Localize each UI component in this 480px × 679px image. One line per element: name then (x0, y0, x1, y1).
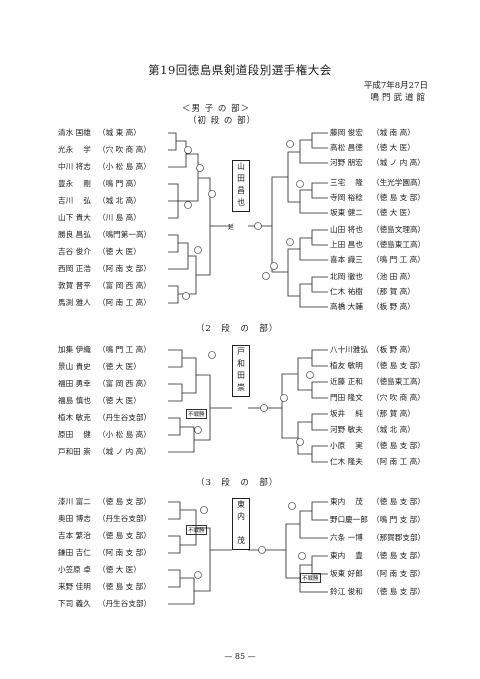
entrant-row: 吉谷 俊介（徳 大 医） (58, 247, 141, 256)
champion-char: 山 (237, 162, 245, 171)
division-heading: ＜男 子 の 部＞ (182, 104, 251, 114)
page-title: 第19回徳島県剣道段別選手権大会 (148, 63, 332, 77)
entrant-row: 近藤 正和（徳島東工高） (330, 377, 426, 386)
entrant-row: 門田 隆文（穴 吹 商 高） (330, 393, 425, 402)
entrant-row: 坂東 健二（徳 大 医） (330, 208, 415, 217)
entrant-row: 六条 一博（那賀郡支部） (330, 533, 426, 542)
fusen-label: 不戦勝 (300, 573, 321, 583)
champion-char: 内 (237, 512, 245, 521)
champion-char: 東 (237, 500, 245, 509)
entrant-row: 敦賀 晋平（富 岡 西 高） (58, 281, 151, 290)
entrant-row: 坂東 好郎（阿 南 支 部） (330, 569, 425, 578)
entrant-row: 原田 健（小 松 島 高） (58, 430, 151, 439)
champion-char: 也 (237, 198, 245, 207)
entrant-row: 馬渕 雅人（阿 南 工 高） (58, 298, 151, 307)
champion-char: 崇 (237, 383, 245, 392)
entrant-row: 西岡 正浩（阿 南 支 部） (58, 264, 151, 273)
champion-char: 昌 (237, 186, 245, 195)
entrant-row: 小原 実（徳 島 支 部） (330, 441, 425, 450)
entrant-row: 清水 国雄（城 東 高） (58, 128, 141, 137)
entrant-row: 豊永 剛（鳴 門 高） (58, 179, 141, 188)
section-label-shodan: （初 段 の 部） (188, 116, 257, 126)
extension-mark: 延 (228, 224, 235, 231)
entrant-row: 仁木 祐樹（那 賀 高） (330, 287, 415, 296)
entrant-row: 吉本 繁治（徳 島 支 部） (58, 531, 151, 540)
entrant-row: 福島 慎也（徳 大 医） (58, 396, 141, 405)
entrant-row: 吉川 弘（城 北 高） (58, 196, 141, 205)
entrant-row: 漆川 富二（徳 島 支 部） (58, 497, 151, 506)
entrant-row: 上田 昌也（徳島東工高） (330, 240, 426, 249)
champion-char: 田 (237, 174, 245, 183)
entrant-row: 山田 将也（徳島文理高） (330, 225, 426, 234)
section-label-nidan: （2 段 の 部） (196, 324, 279, 334)
entrant-row: 下司 義久（丹生谷支部） (58, 599, 152, 608)
event-venue: 鳴門武道館 (370, 93, 428, 103)
entrant-row: 山下 貴大（川 島 高） (58, 213, 141, 222)
entrant-row: 植友 敏明（徳 島 支 部） (330, 361, 425, 370)
entrant-row: 喜本 識三（鳴 門 工 高） (330, 255, 425, 264)
event-date: 平成7年8月27日 (363, 81, 428, 91)
entrant-row: 景山 貴史（徳 大 医） (58, 362, 141, 371)
entrant-row: 高橋 大輔（板 野 高） (330, 302, 415, 311)
entrant-row: 河野 敏夫（城 北 高） (330, 425, 415, 434)
entrant-row: 植木 敏克（丹生谷支部） (58, 413, 152, 422)
entrant-row: 寺岡 裕稔（徳 島 支 部） (330, 193, 425, 202)
entrant-row: 三宅 隆（生光学園高） (330, 178, 426, 187)
entrant-row: 奥田 博志（丹生谷支部） (58, 514, 152, 523)
entrant-row: 中川 将志（小 松 島 高） (58, 162, 151, 171)
entrant-row: 東内 茂（徳 島 支 部） (330, 497, 425, 506)
entrant-row: 鈴江 俊和（徳 島 支 部） (330, 587, 425, 596)
fusen-label: 不戦勝 (186, 409, 207, 419)
entrant-row: 東内 豊（徳 島 支 部） (330, 551, 425, 560)
champion-box-shodan: 山 田 昌 也 (232, 160, 250, 212)
champion-box-nidan: 戸 和 田 崇 (232, 345, 250, 397)
entrant-row: 小笠原 卓（徳 大 医） (58, 565, 141, 574)
entrant-row: 坂井 純（那 賀 高） (330, 409, 415, 418)
entrant-row: 八十川雅弘（板 野 高） (330, 345, 415, 354)
champion-char: 茂 (237, 536, 245, 545)
entrant-row: 仁木 隆夫（阿 南 工 高） (330, 457, 425, 466)
entrant-row: 高松 昌徳（徳 大 医） (330, 143, 415, 152)
champion-box-sandan: 東 内 茂 (232, 498, 250, 550)
entrant-row: 鎌田 吉仁（阿 南 支 部） (58, 548, 151, 557)
entrant-row: 勝良 昌弘（鳴門第一高） (58, 230, 152, 239)
section-label-sandan: （3 段 の 部） (196, 478, 279, 488)
entrant-row: 藤岡 俊宏（城 南 高） (330, 128, 415, 137)
entrant-row: 野口慶一郎（鳴 門 支 部） (330, 515, 425, 524)
entrant-row: 河野 朋宏（城 ノ 内 高） (330, 158, 425, 167)
page-number: — 85 — (224, 652, 256, 661)
entrant-row: 来野 佳明（徳 島 支 部） (58, 582, 151, 591)
entrant-row: 光永 学（穴 吹 商 高） (58, 145, 151, 154)
entrant-row: 北岡 徹也（池 田 高） (330, 272, 415, 281)
champion-char: 田 (237, 371, 245, 380)
champion-char: 戸 (237, 347, 245, 356)
entrant-row: 福田 勇幸（富 岡 西 高） (58, 379, 151, 388)
champion-char: 和 (237, 359, 245, 368)
entrant-row: 戸和田 崇（城 ノ 内 高） (58, 447, 151, 456)
entrant-row: 加集 伊織（鳴 門 工 高） (58, 345, 151, 354)
